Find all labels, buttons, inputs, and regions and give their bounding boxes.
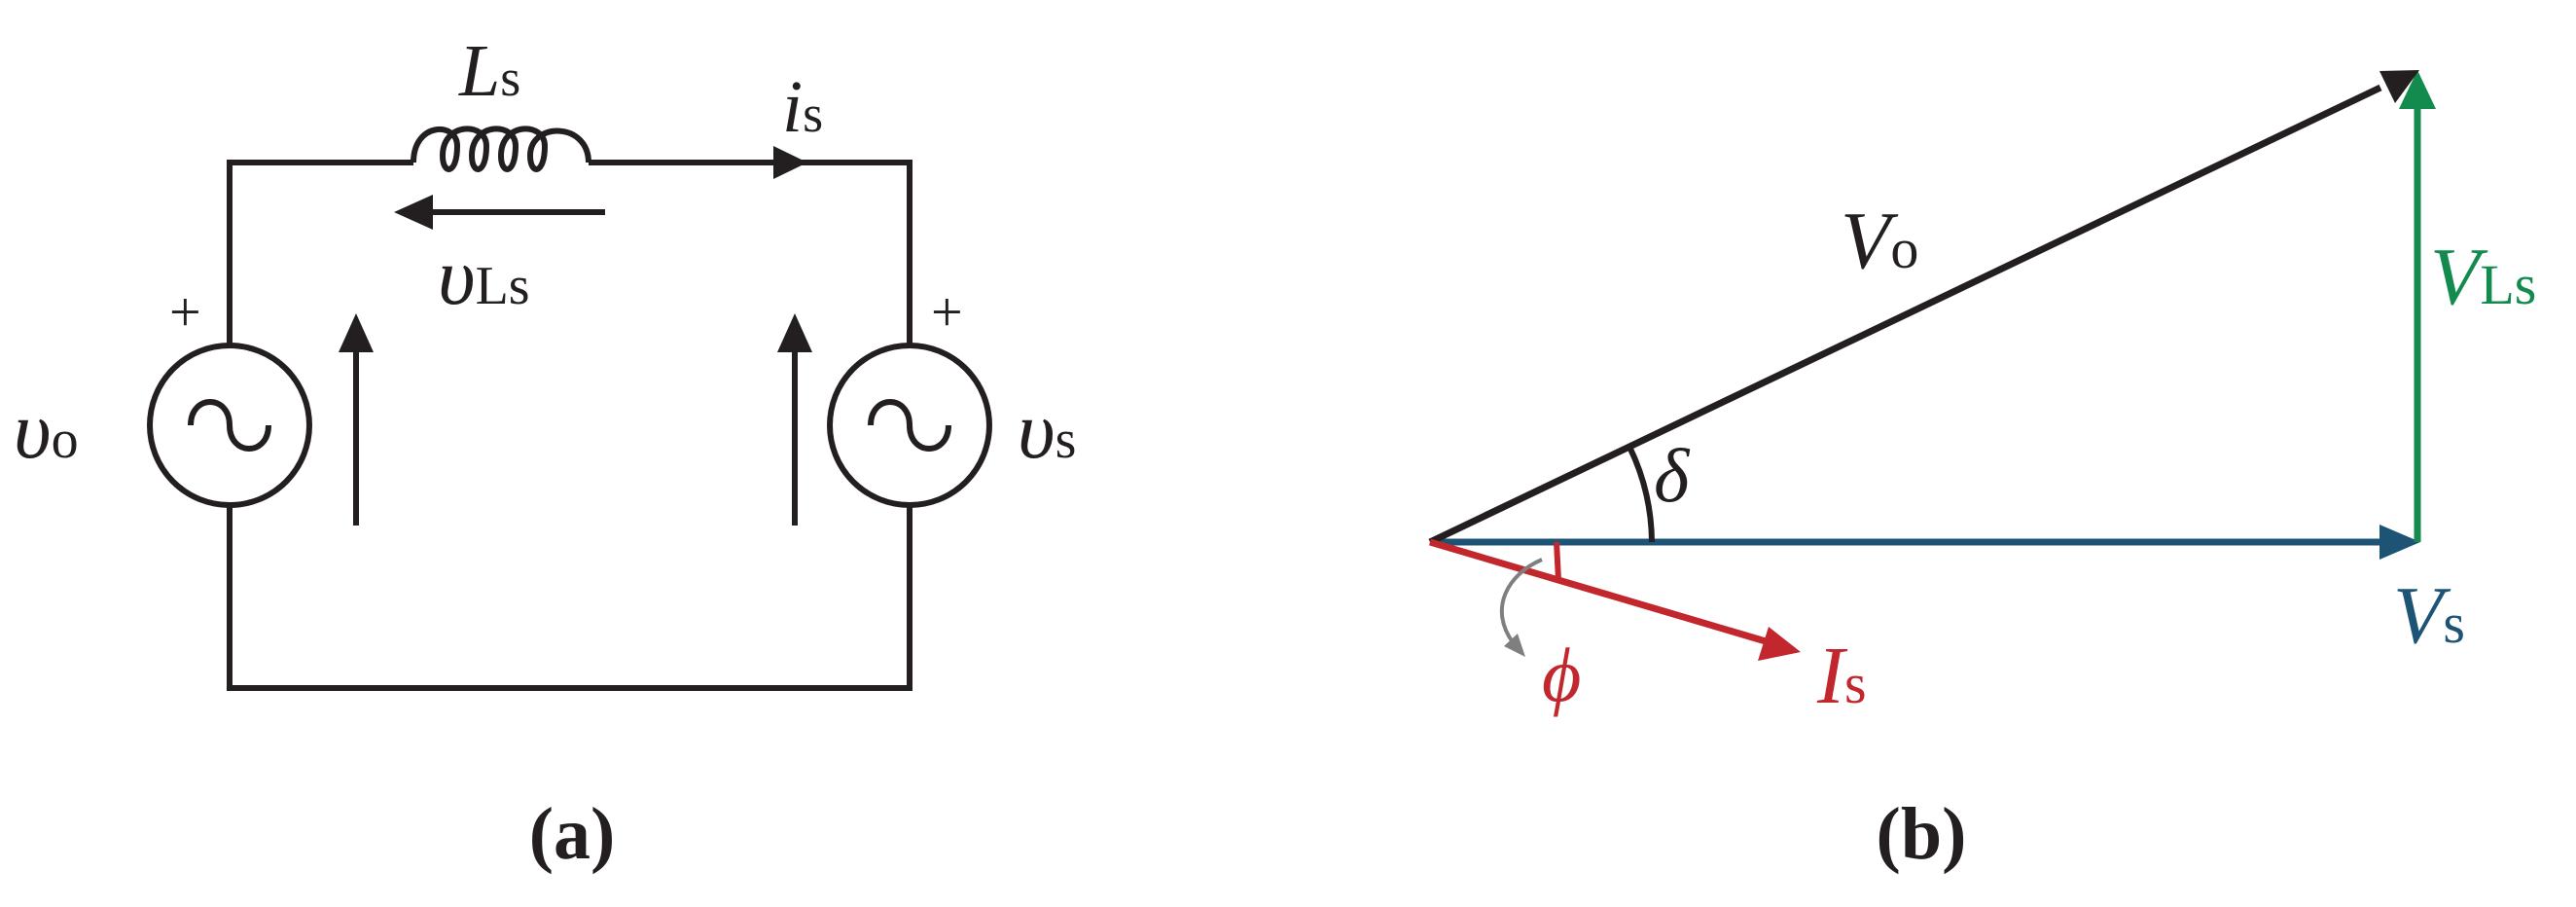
- caption-b: (b): [1877, 793, 1967, 875]
- vo-label: Vo: [1841, 196, 1918, 286]
- inductor-label: Ls: [458, 30, 520, 112]
- circuit-panel: [147, 126, 992, 691]
- inductor-voltage-arrow-head: [394, 195, 433, 230]
- phi-indicator-arrow-head: [1504, 634, 1525, 657]
- circuit-arrows: [339, 146, 812, 526]
- vls-label: VLs: [2430, 232, 2536, 322]
- circuit-wire-left: [227, 160, 413, 345]
- is-label: Is: [1816, 631, 1867, 721]
- left-voltage-arrow-head: [339, 313, 374, 352]
- vs-phasor-head: [2379, 525, 2420, 560]
- vls-phasor-head: [2399, 70, 2436, 109]
- delta-label: δ: [1654, 433, 1691, 518]
- right-ac-source-sine-icon: [868, 399, 951, 452]
- circuit-wire-top-right: [589, 160, 912, 345]
- vs-label: Vs: [2393, 570, 2465, 661]
- circuit-labels: Ls is υLs υo υs + + (a): [14, 30, 1076, 875]
- phasor-panel: [1428, 70, 2436, 661]
- left-ac-source: [147, 343, 312, 508]
- left-source-label: υo: [14, 385, 79, 476]
- caption-a: (a): [529, 793, 616, 875]
- phi-indicator-arrow: [1499, 558, 1543, 644]
- current-label: is: [782, 66, 823, 148]
- phi-angle-marker: [1554, 541, 1561, 581]
- inductor-coil: [411, 126, 591, 172]
- vo-phasor: [1428, 84, 2382, 546]
- phi-label: ϕ: [1542, 633, 1581, 717]
- left-source-plus-sign: +: [169, 280, 201, 344]
- left-ac-source-sine-icon: [188, 399, 271, 452]
- vo-phasor-head: [2379, 70, 2419, 103]
- current-arrow-head: [773, 146, 807, 179]
- right-source-label: υs: [1018, 385, 1076, 476]
- is-phasor: [1429, 538, 1767, 645]
- circuit-wire-bottom: [227, 506, 912, 691]
- right-ac-source: [827, 343, 992, 508]
- right-source-plus-sign: +: [931, 280, 963, 344]
- delta-angle-arc: [1627, 445, 1655, 543]
- inductor-voltage-label: υLs: [438, 232, 530, 322]
- right-voltage-arrow-head: [777, 313, 812, 352]
- phasor-labels: Vo VLs Vs Is δ ϕ (b): [1542, 196, 2536, 875]
- is-phasor-head: [1758, 627, 1801, 661]
